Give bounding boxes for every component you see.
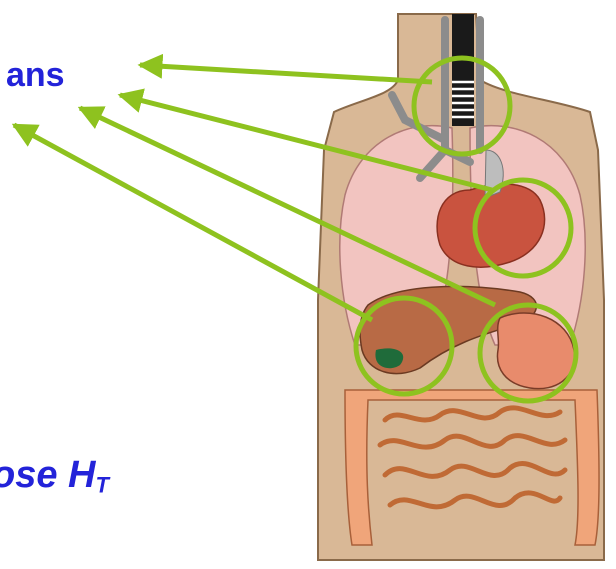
- arrow-to-thyroid: [140, 65, 432, 82]
